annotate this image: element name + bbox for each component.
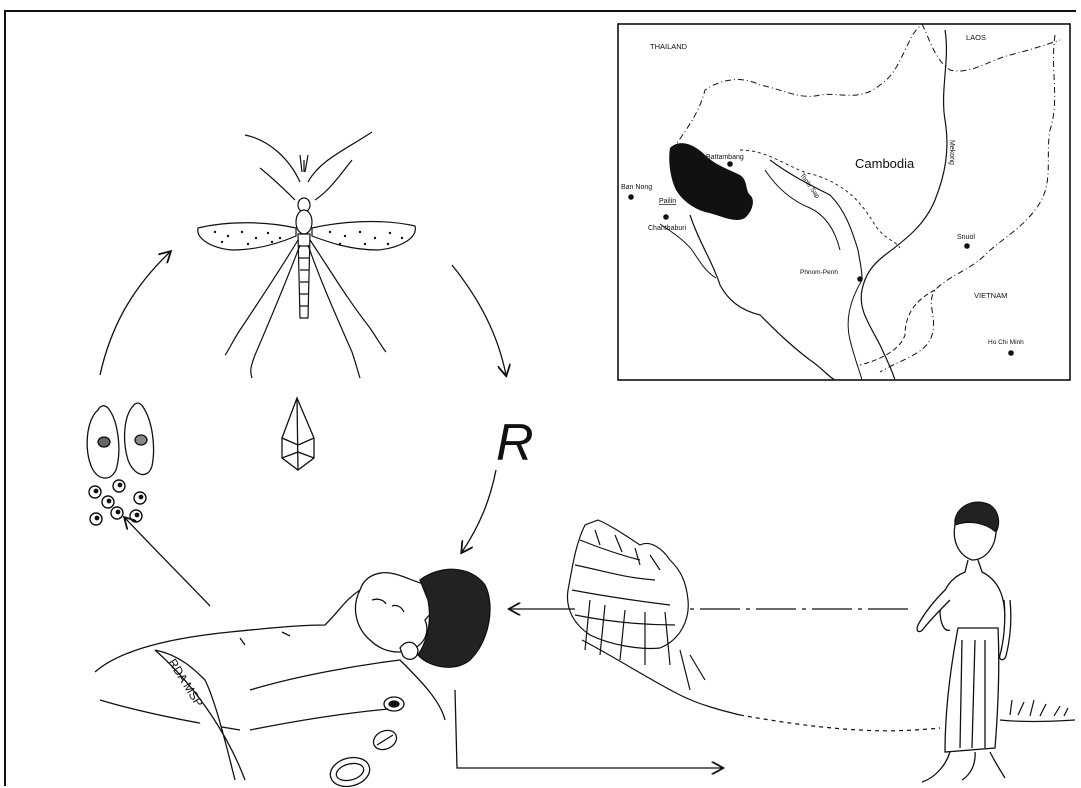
parasite-gametocytes-icon (87, 403, 153, 478)
phnom-penh-dot (857, 276, 863, 282)
arrow-patient-out (455, 690, 722, 768)
resistance-mark: R (496, 414, 534, 472)
villager-standing (917, 502, 1011, 782)
drug-crystal-icon (282, 398, 314, 470)
label-thailand: THAILAND (650, 42, 688, 51)
battambang-dot (727, 161, 733, 167)
arrow-patient-to-parasites (125, 518, 210, 606)
label-vietnam: VIETNAM (974, 291, 1007, 300)
ban-nong-dot (628, 194, 634, 200)
pills-icon (327, 697, 404, 788)
label-phnom-penh: Phnom-Penh (800, 269, 838, 276)
ho-chi-minh-dot (1008, 350, 1014, 356)
map-border (618, 24, 1070, 380)
left-wing (198, 223, 296, 250)
snuol-dot (964, 243, 970, 249)
label-pailin: Pailin (659, 198, 676, 205)
cambodia-map-inset: THAILAND LAOS Cambodia VIETNAM Mekong To… (618, 24, 1070, 380)
mosquito (198, 132, 416, 378)
patient-lying: RDA MSP (95, 569, 490, 780)
label-ban-nong: Ban Nong (621, 184, 652, 191)
merozoites-icon (89, 480, 146, 525)
label-mekong: Mekong (948, 140, 955, 165)
label-chanthaburi: Chanthaburi (648, 225, 687, 232)
chanthaburi-dot (663, 214, 669, 220)
patient-hair (418, 569, 490, 667)
label-laos: LAOS (966, 33, 986, 42)
label-ho-chi-minh: Ho Chi Minh (988, 339, 1024, 346)
label-battambang: Battambang (706, 154, 744, 161)
label-snuol: Snuol (957, 234, 975, 241)
flow-arrows (455, 609, 908, 768)
right-wing (312, 222, 415, 250)
label-cambodia: Cambodia (855, 156, 915, 171)
arrow-mosquito-to-human (452, 265, 506, 375)
arrow-parasites-to-mosquito (100, 252, 170, 375)
arrow-resistance-to-patient (462, 470, 496, 552)
